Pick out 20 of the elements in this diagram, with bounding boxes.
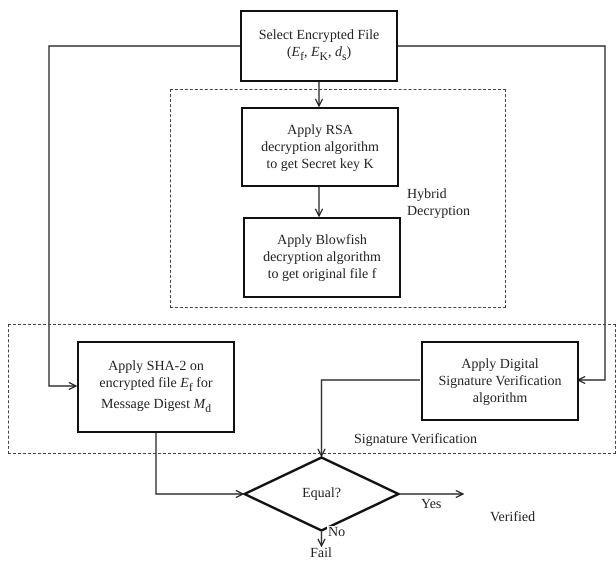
process-box: Apply SHA-2 on encrypted file E$_{f}$ for Message Digest M$_{d}$ xyxy=(77,341,235,433)
arrow xyxy=(48,45,240,390)
group-label: Signature Verification xyxy=(354,431,478,448)
decision-text: Equal? xyxy=(302,486,341,502)
process-box: Apply Digital Signature Verification algorithm xyxy=(421,341,579,421)
process-box: Apply RSA decryption algorithm to get Secret key K xyxy=(241,107,399,187)
group-label: Hybrid Decryption xyxy=(407,186,471,220)
dashed-group-frame xyxy=(170,89,506,308)
arrow xyxy=(314,186,324,217)
arrow xyxy=(317,379,420,457)
arrow xyxy=(314,82,324,107)
outcome-text: Verified xyxy=(490,510,536,525)
arrow xyxy=(155,432,244,498)
arrow xyxy=(317,532,326,547)
arrow xyxy=(398,45,606,384)
dashed-group-frame xyxy=(8,324,616,454)
outcome-text: Fail xyxy=(310,546,332,561)
process-box: Apply Blowfish decryption algorithm to get original file f xyxy=(243,217,401,298)
process-box: Select Encrypted File (E$_{f}$, E$_{K}$, d$_{s}$) xyxy=(240,10,398,82)
arrow xyxy=(400,490,464,498)
